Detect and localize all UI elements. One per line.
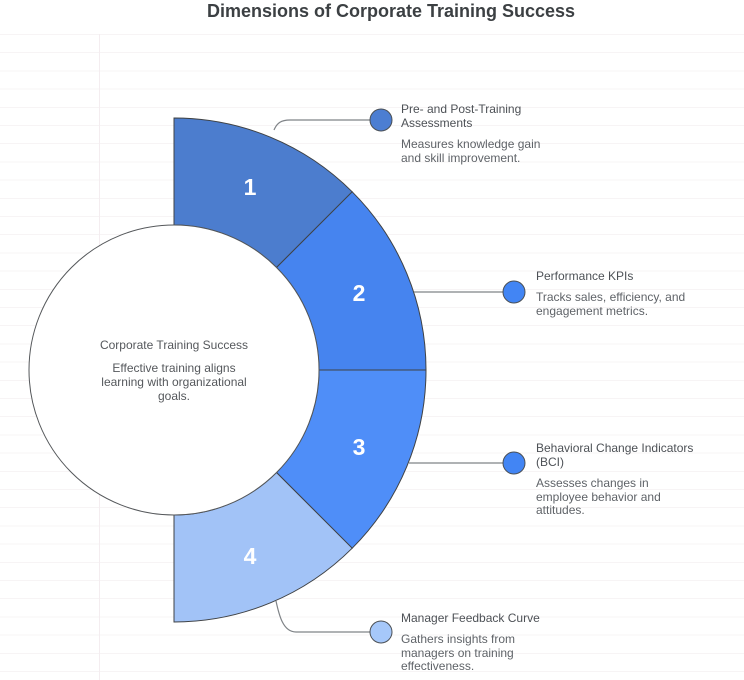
segment-4-number: 4	[244, 543, 257, 569]
connector-line-4	[275, 600, 370, 633]
center-circle	[28, 224, 320, 516]
callout-dot-2	[502, 280, 526, 304]
callout-2-description: Tracks sales, efficiency, and engagement…	[536, 290, 686, 318]
center-title: Corporate Training Success	[99, 338, 249, 352]
callout-1-title: Pre- and Post-Training Assessments	[401, 102, 522, 130]
connector-line-1	[273, 119, 370, 131]
callout-2-title: Performance KPIs	[536, 269, 634, 283]
segment-3-number: 3	[353, 434, 366, 460]
segment-1-number: 1	[244, 174, 257, 200]
callout-4-description: Gathers insights from managers on traini…	[401, 632, 516, 673]
callout-1: Pre- and Post-Training Assessments Measu…	[401, 102, 569, 165]
center-label: Corporate Training Success Effective tra…	[88, 338, 260, 403]
page-title: Dimensions of Corporate Training Success	[206, 1, 576, 21]
callout-3: Behavioral Change Indicators (BCI) Asses…	[536, 441, 726, 518]
callout-1-description: Measures knowledge gain and skill improv…	[401, 137, 541, 165]
callout-3-description: Assesses changes in employee behavior an…	[536, 476, 661, 517]
callout-dot-4	[369, 620, 393, 644]
segment-2-number: 2	[353, 280, 366, 306]
callout-4-title: Manager Feedback Curve	[401, 611, 540, 625]
callout-dot-1	[369, 108, 393, 132]
center-description: Effective training aligns learning with …	[101, 361, 247, 403]
callout-dot-3	[502, 451, 526, 475]
callout-3-title: Behavioral Change Indicators (BCI)	[536, 441, 694, 469]
callout-2: Performance KPIs Tracks sales, efficienc…	[536, 269, 716, 318]
callout-4: Manager Feedback Curve Gathers insights …	[401, 611, 571, 674]
